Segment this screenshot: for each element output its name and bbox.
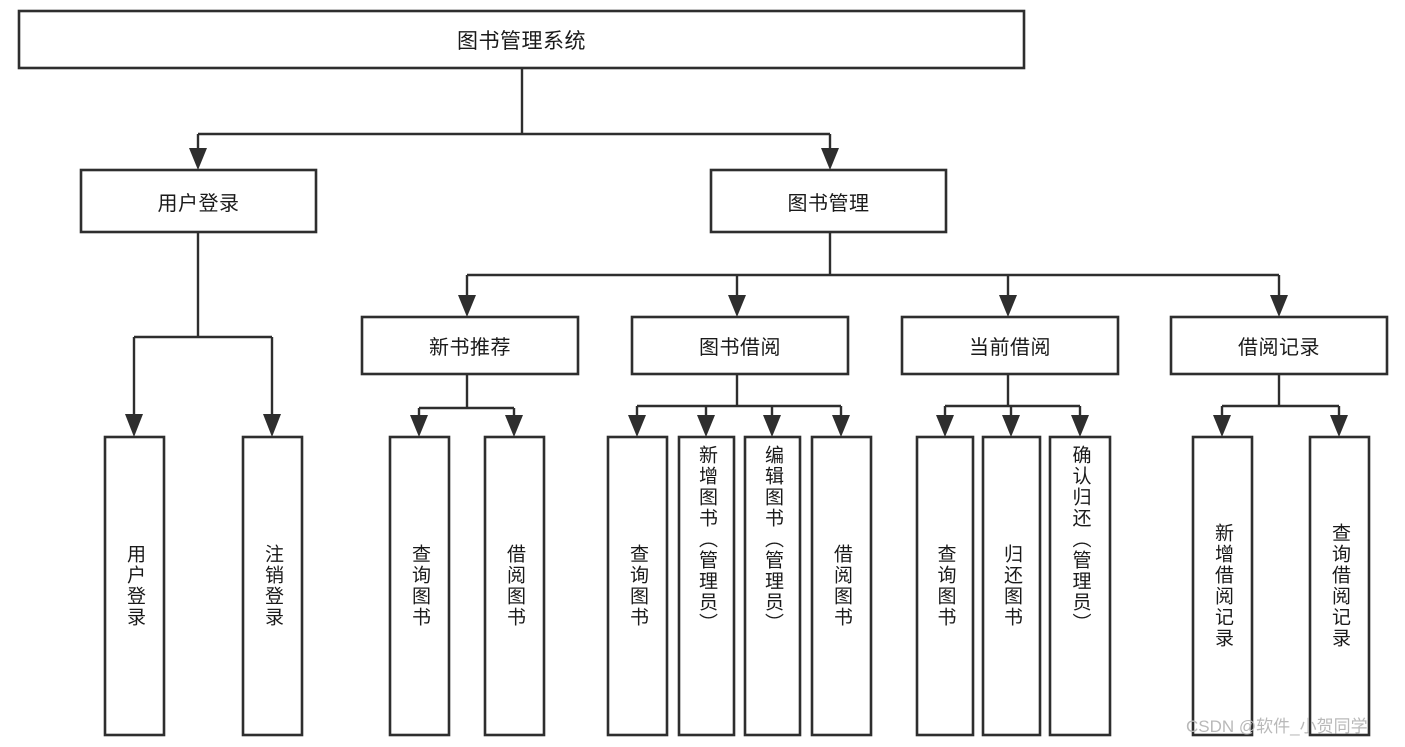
node-box-user-login[interactable] (79, 168, 318, 234)
leaf-box-record-2[interactable] (1308, 435, 1371, 737)
arrow-head-leaf-user-login-1 (125, 414, 143, 437)
arrow-head-borrow-record (1270, 295, 1288, 317)
arrow-head-leaf-record-2 (1330, 415, 1348, 437)
connector-root-to-level2 (189, 68, 839, 170)
arrow-head-leaf-user-login-2 (263, 414, 281, 437)
leaf-box-borrow-3[interactable] (743, 435, 802, 737)
connector-book-manage-to-level3 (458, 232, 1288, 317)
leaf-box-borrow-2[interactable] (677, 435, 736, 737)
arrow-head-leaf-recommend-2 (505, 415, 523, 437)
connector-user-login-to-leaves (125, 232, 281, 437)
leaf-box-current-3[interactable] (1048, 435, 1112, 737)
node-box-new-book-recommend[interactable] (360, 315, 580, 376)
leaf-box-borrow-1[interactable] (606, 435, 669, 737)
connector-recommend-to-leaves (410, 374, 523, 437)
arrow-head-current-borrow (999, 295, 1017, 317)
leaf-box-user-login-1[interactable] (103, 435, 166, 737)
arrow-head-leaf-current-1 (936, 415, 954, 437)
connector-record-to-leaves (1213, 374, 1348, 437)
leaf-box-recommend-2[interactable] (483, 435, 546, 737)
leaf-box-current-1[interactable] (915, 435, 975, 737)
node-box-borrow-record[interactable] (1169, 315, 1389, 376)
leaf-box-borrow-4[interactable] (810, 435, 873, 737)
connector-borrow-to-leaves (628, 374, 850, 437)
arrow-head-leaf-borrow-1 (628, 415, 646, 437)
arrow-head-leaf-borrow-3 (763, 415, 781, 437)
connector-current-to-leaves (936, 374, 1089, 437)
arrow-head-book-borrow (728, 295, 746, 317)
node-box-book-manage[interactable] (709, 168, 948, 234)
arrow-head-leaf-borrow-2 (697, 415, 715, 437)
leaf-box-user-login-2[interactable] (241, 435, 304, 737)
arrow-head-leaf-recommend-1 (410, 415, 428, 437)
arrow-head-leaf-current-2 (1002, 415, 1020, 437)
arrow-head-leaf-current-3 (1071, 415, 1089, 437)
arrow-head-book-manage (821, 148, 839, 170)
node-box-root[interactable] (17, 9, 1026, 70)
arrow-head-user-login (189, 148, 207, 170)
leaf-box-current-2[interactable] (981, 435, 1042, 737)
leaf-box-record-1[interactable] (1191, 435, 1254, 737)
node-box-book-borrow[interactable] (630, 315, 850, 376)
arrow-head-leaf-borrow-4 (832, 415, 850, 437)
node-box-current-borrow[interactable] (900, 315, 1120, 376)
leaf-box-recommend-1[interactable] (388, 435, 451, 737)
arrow-head-new-book-recommend (458, 295, 476, 317)
arrow-head-leaf-record-1 (1213, 415, 1231, 437)
